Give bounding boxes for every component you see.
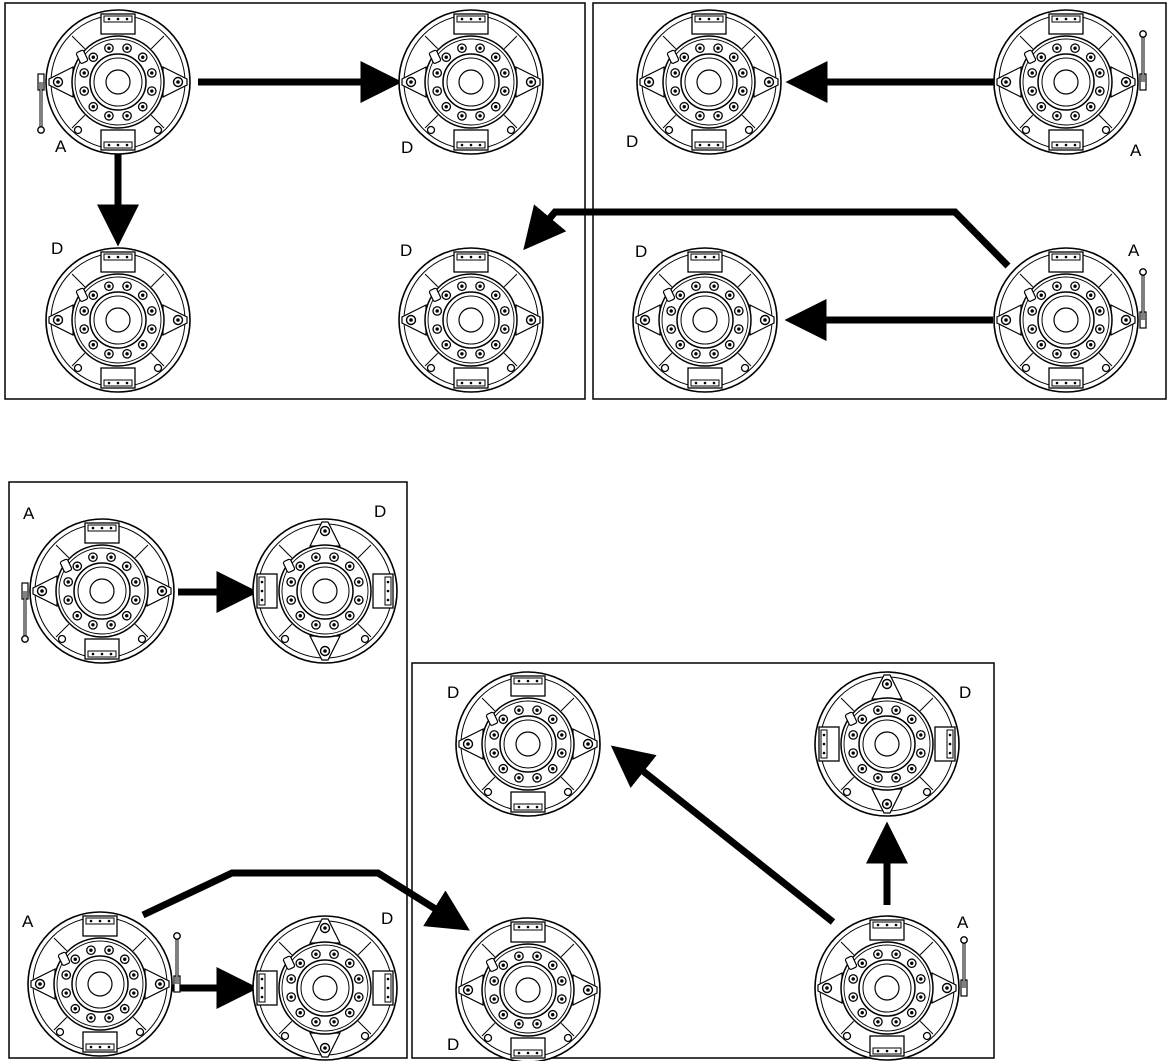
bolted-flange-unit-icon <box>993 247 1147 393</box>
bolted-flange-unit-icon <box>455 671 601 817</box>
panel-frame-3 <box>8 481 408 1059</box>
unit-label: D <box>959 683 971 702</box>
bolted-flange-unit-icon <box>632 247 778 393</box>
handle-lever-icon <box>960 936 968 997</box>
bolted-flange-unit-icon <box>455 917 601 1061</box>
panel-frame-4 <box>411 662 995 1059</box>
unit-label: D <box>401 138 413 157</box>
unit-label: A <box>22 912 34 931</box>
bolted-flange-unit-icon <box>45 247 191 393</box>
bolted-flange-unit-icon <box>27 911 181 1057</box>
bolted-flange-unit-icon <box>993 9 1147 155</box>
unit-label: D <box>635 242 647 261</box>
transfer-arrow-icon <box>141 869 470 931</box>
unit-label: D <box>51 239 63 258</box>
handle-lever-icon <box>1139 30 1147 91</box>
panel-frame-1 <box>4 2 586 400</box>
bolted-flange-unit-icon <box>398 9 544 155</box>
bolted-flange-unit-icon <box>21 518 175 664</box>
unit-label: A <box>1130 141 1142 160</box>
bolted-flange-unit-icon <box>252 915 398 1061</box>
unit-label: A <box>23 504 35 523</box>
unit-label: D <box>626 132 638 151</box>
bolted-flange-unit-icon <box>814 915 968 1061</box>
unit-label: D <box>374 502 386 521</box>
bolted-flange-unit-icon <box>252 518 398 664</box>
unit-label: A <box>1128 241 1140 260</box>
bolted-flange-unit-icon <box>37 9 191 155</box>
bolted-flange-unit-icon <box>636 9 782 155</box>
unit-label: A <box>55 137 67 156</box>
handle-lever-icon <box>1139 268 1147 329</box>
transfer-arrow-icon <box>523 204 1011 269</box>
panel-frame-2 <box>592 2 1167 400</box>
handle-lever-icon <box>37 73 45 134</box>
unit-label: D <box>400 241 412 260</box>
bolted-flange-unit-icon <box>814 671 960 817</box>
handle-lever-icon <box>21 582 29 643</box>
unit-label: A <box>957 913 969 932</box>
unit-label: D <box>381 909 393 928</box>
bolted-flange-unit-icon <box>398 247 544 393</box>
transfer-arrows <box>97 61 1011 1009</box>
transfer-arrow-icon <box>610 745 836 925</box>
handle-lever-icon <box>173 932 181 993</box>
unit-label: D <box>447 1035 459 1054</box>
unit-label: D <box>447 683 459 702</box>
